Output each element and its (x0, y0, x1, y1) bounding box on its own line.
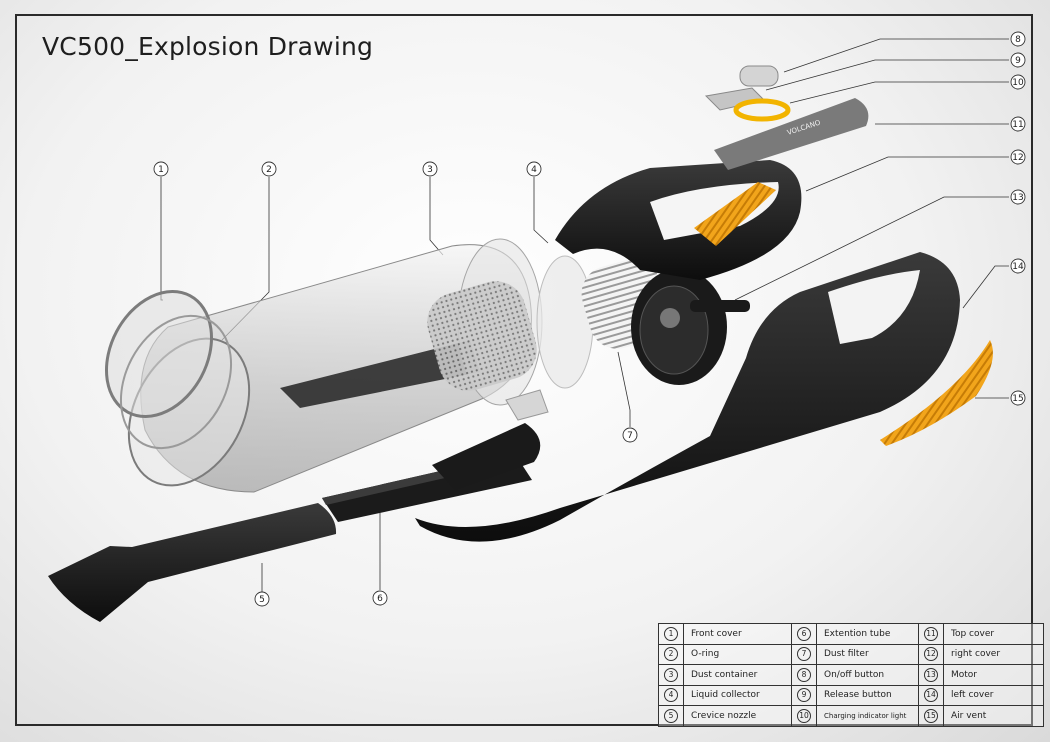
callout-9: 9 (1010, 52, 1026, 68)
callout-number: 4 (531, 165, 537, 175)
legend-number-cell: 5 (658, 705, 684, 727)
legend-number-cell: 2 (658, 643, 684, 665)
legend-number-cell: 7 (791, 643, 817, 665)
callout-number: 5 (259, 595, 265, 605)
callout-number: 7 (627, 431, 633, 441)
legend-row: 1 Front cover 6 Extention tube 11 Top cover (658, 623, 1044, 645)
legend-label: Dust filter (816, 643, 919, 665)
legend-label: O-ring (683, 643, 792, 665)
legend-number-cell: 11 (918, 623, 944, 645)
callout-15: 15 (1010, 390, 1026, 406)
legend-number: 3 (664, 667, 678, 682)
o-ring-part (119, 314, 233, 450)
legend-number-cell: 10 (791, 705, 817, 727)
legend-number: 9 (797, 688, 811, 703)
callout-number: 9 (1015, 56, 1021, 66)
legend-number: 7 (797, 647, 811, 662)
legend-number-cell: 12 (918, 643, 944, 665)
legend-label: left cover (943, 684, 1044, 706)
callout-number: 13 (1012, 193, 1023, 203)
legend-number-cell: 4 (658, 684, 684, 706)
callout-number: 2 (266, 165, 272, 175)
legend-number-cell: 14 (918, 684, 944, 706)
legend-number: 13 (924, 667, 938, 682)
callout-12: 12 (1010, 149, 1026, 165)
legend-label: Air vent (943, 705, 1044, 727)
legend-number-cell: 13 (918, 664, 944, 686)
callout-number: 10 (1012, 78, 1024, 88)
crevice-nozzle-part (48, 503, 337, 622)
callout-1: 1 (153, 161, 169, 177)
callout-number: 12 (1012, 153, 1023, 163)
callout-7: 7 (622, 427, 638, 443)
legend-number: 12 (924, 647, 938, 662)
legend-number: 14 (924, 688, 938, 703)
callout-number: 3 (427, 165, 433, 175)
legend-number-cell: 3 (658, 664, 684, 686)
legend-label: Front cover (683, 623, 792, 645)
callout-4: 4 (526, 161, 542, 177)
charging-light-part (733, 98, 791, 122)
callout-number: 15 (1012, 394, 1023, 404)
callout-number: 1 (158, 165, 164, 175)
legend-label: On/off button (816, 664, 919, 686)
callout-13: 13 (1010, 189, 1026, 205)
callout-number: 6 (377, 594, 383, 604)
drawing-frame (15, 14, 1033, 726)
front-cover-part (104, 290, 214, 418)
air-vent-part (880, 340, 993, 446)
legend-number-cell: 9 (791, 684, 817, 706)
on-off-button-part (739, 65, 779, 87)
legend-number: 8 (797, 667, 811, 682)
motor-part (631, 269, 750, 385)
callout-11: 11 (1010, 116, 1026, 132)
legend-number: 5 (664, 708, 678, 723)
legend-number-cell: 1 (658, 623, 684, 645)
legend-number-cell: 6 (791, 623, 817, 645)
legend-number-cell: 8 (791, 664, 817, 686)
legend-row: 2 O-ring 7 Dust filter 12 right cover (658, 643, 1044, 665)
legend-number-cell: 15 (918, 705, 944, 727)
callout-14: 14 (1010, 258, 1026, 274)
legend-number: 15 (924, 708, 938, 723)
right-cover-part (555, 160, 802, 280)
legend-label: Extention tube (816, 623, 919, 645)
callout-number: 8 (1015, 35, 1021, 45)
callout-3: 3 (422, 161, 438, 177)
callout-2: 2 (261, 161, 277, 177)
callout-8: 8 (1010, 31, 1026, 47)
callout-5: 5 (254, 591, 270, 607)
legend-label: Release button (816, 684, 919, 706)
legend-number: 6 (797, 626, 811, 641)
legend-number: 10 (797, 708, 811, 723)
left-cover-part (415, 252, 960, 542)
legend-label: Top cover (943, 623, 1044, 645)
callout-6: 6 (372, 590, 388, 606)
legend-label: Liquid collector (683, 684, 792, 706)
legend-label: Dust container (683, 664, 792, 686)
page-title: VC500_Explosion Drawing (42, 32, 374, 61)
callout-10: 10 (1010, 74, 1026, 90)
legend-number: 2 (664, 647, 678, 662)
legend-number: 4 (664, 688, 678, 703)
legend-row: 5 Crevice nozzle 10 Charging indicator ligh… (658, 705, 1044, 727)
callout-number: 14 (1012, 262, 1024, 272)
legend-label: Motor (943, 664, 1044, 686)
callout-number: 11 (1012, 120, 1023, 130)
legend-label: Crevice nozzle (683, 705, 792, 727)
top-cover-part: VOLCANO (714, 98, 869, 170)
legend-number: 1 (664, 626, 678, 641)
legend-number: 11 (924, 626, 938, 641)
legend-label: Charging indicator light (816, 705, 919, 727)
legend-row: 3 Dust container 8 On/off button 13 Motor (658, 664, 1044, 686)
legend-row: 4 Liquid collector 9 Release button 14 left c… (658, 684, 1044, 706)
legend-label: right cover (943, 643, 1044, 665)
